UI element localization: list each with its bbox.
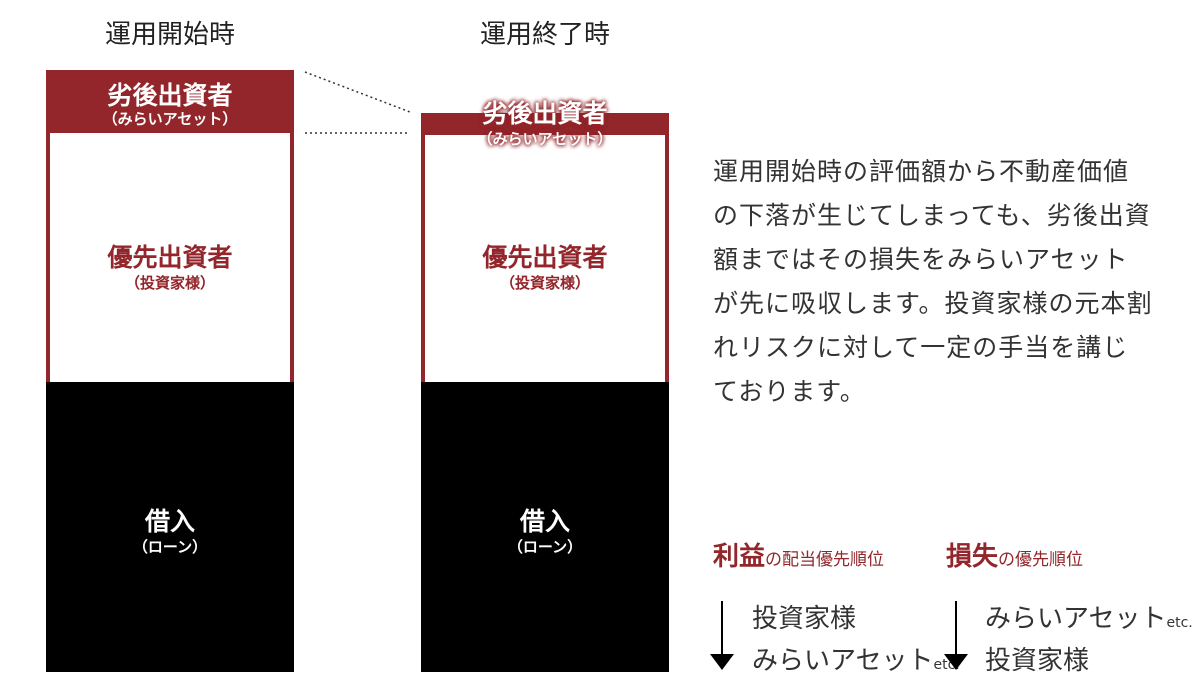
column-title-end: 運用終了時 [479, 20, 610, 50]
down-arrow-head-icon [710, 654, 734, 670]
junior-label: 劣後出資者 [482, 99, 608, 128]
loss-item-2: 投資家様 [985, 646, 1090, 676]
loss-item-1: みらいアセットetc. [985, 604, 1193, 634]
senior-block-start [46, 133, 294, 382]
connector-lines [304, 71, 411, 134]
profit-priority-heading: 利益の配当優先順位 [713, 542, 885, 572]
loan-sub-label: （ローン） [507, 538, 583, 556]
senior-label: 優先出資者 [107, 243, 233, 272]
down-arrow-icon [955, 601, 957, 657]
loss-priority-heading: 損失の優先順位 [946, 542, 1084, 572]
junior-block-end [421, 113, 669, 135]
profit-item-1: 投資家様 [752, 604, 857, 634]
profit-item-2: みらいアセットetc. [752, 646, 960, 676]
loan-label: 借入 [519, 507, 570, 536]
junior-sub-label: （みらいアセット） [102, 110, 238, 128]
loan-block-end [421, 382, 669, 672]
column-title-start: 運用開始時 [104, 20, 235, 50]
loan-block-start [46, 382, 294, 672]
senior-label: 優先出資者 [482, 243, 608, 272]
junior-label: 劣後出資者 [107, 81, 233, 110]
senior-sub-label: （投資家様） [124, 274, 215, 292]
loan-sub-label: （ローン） [132, 538, 208, 556]
description-text: 運用開始時の評価額から不動産価値の下落が生じてしまっても、劣後出資額まではその損… [713, 157, 1153, 406]
junior-block-start [46, 70, 294, 133]
senior-sub-label: （投資家様） [499, 274, 590, 292]
loan-label: 借入 [144, 507, 195, 536]
down-arrow-icon [721, 601, 723, 657]
down-arrow-head-icon [944, 654, 968, 670]
junior-sub-label: （みらいアセット） [477, 130, 613, 148]
